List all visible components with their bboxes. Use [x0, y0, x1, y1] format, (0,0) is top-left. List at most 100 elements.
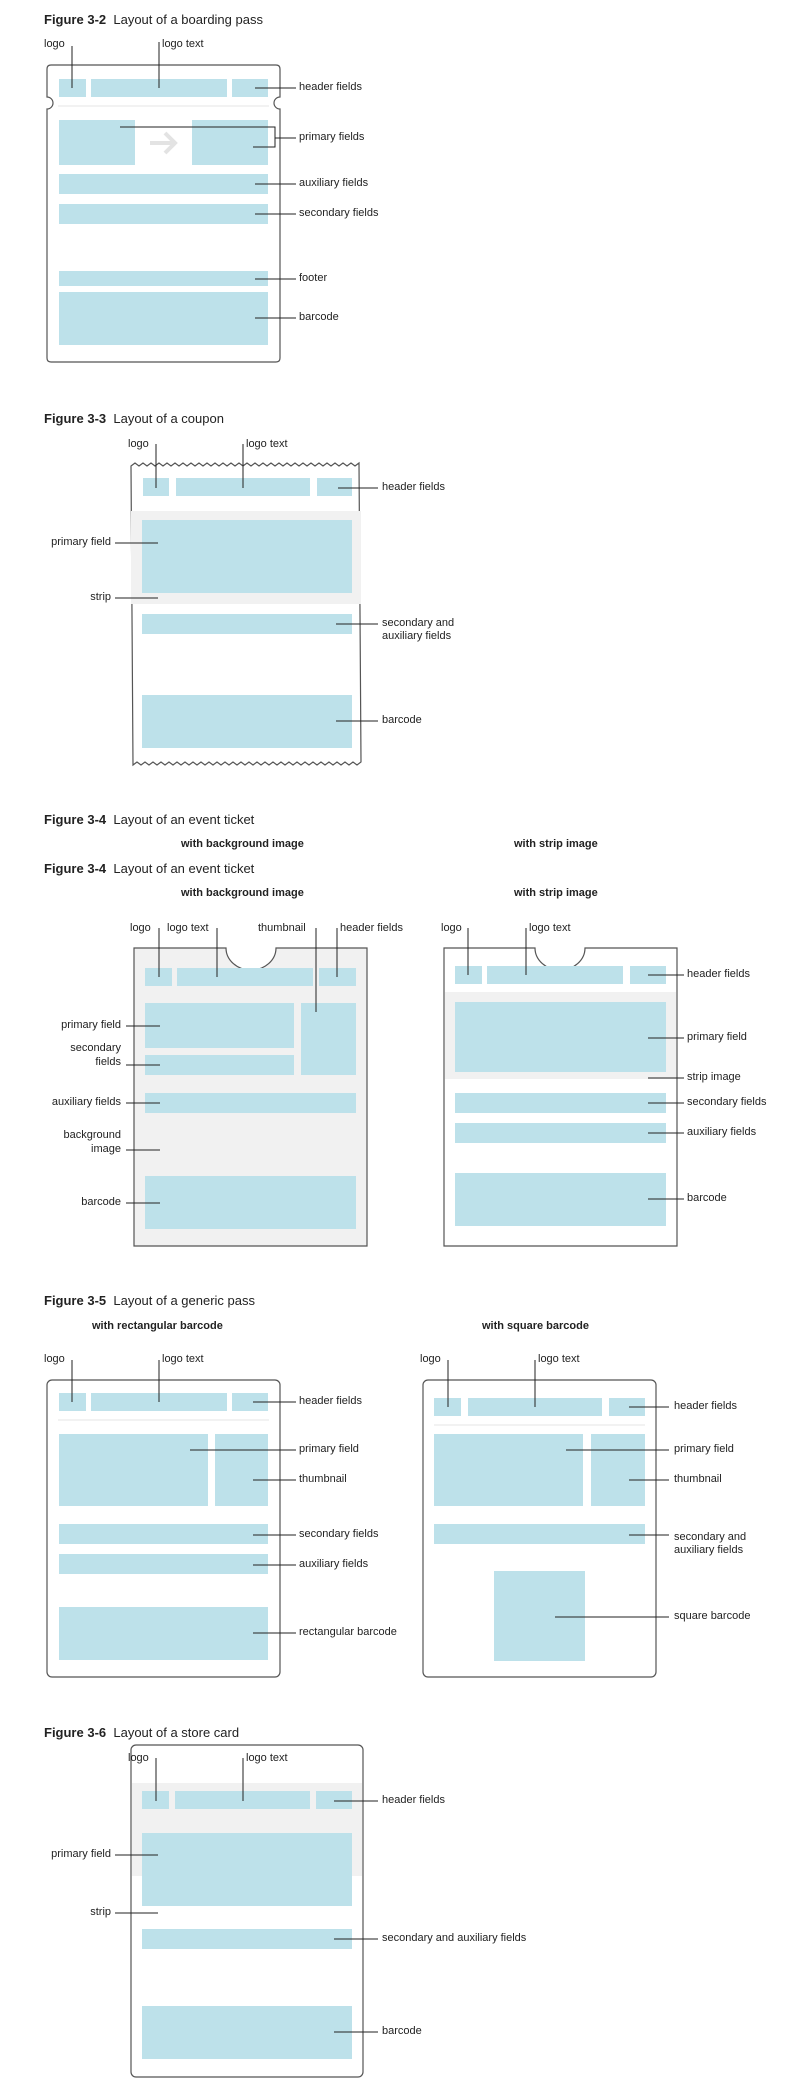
- label-secondary-auxiliary-line1: secondary and: [674, 1531, 747, 1543]
- figure-caption: Figure 3-3 Layout of a coupon: [44, 411, 224, 426]
- label-secondary-fields: secondary fields: [299, 207, 379, 219]
- primary-field: [142, 1833, 352, 1906]
- generic-pass-square-diagram: [422, 1360, 669, 1678]
- figure-caption: Figure 3-4 Layout of an event ticket: [44, 861, 254, 876]
- label-square-barcode: square barcode: [674, 1610, 751, 1622]
- label-secondary-auxiliary-line2: auxiliary fields: [674, 1544, 744, 1556]
- primary-field: [59, 1434, 208, 1506]
- label-logo-text: logo text: [246, 438, 288, 450]
- label-logo: logo: [128, 1752, 149, 1764]
- header-field: [316, 1791, 352, 1809]
- label-primary-field: primary field: [51, 536, 111, 548]
- logo-text-field: [487, 966, 623, 984]
- label-logo: logo: [44, 1353, 65, 1365]
- label-primary-field: primary field: [299, 1443, 359, 1455]
- figure-number: Figure 3-3: [44, 411, 107, 426]
- store-card-diagram: [115, 1744, 378, 2078]
- label-barcode: barcode: [299, 311, 339, 323]
- label-logo-text: logo text: [246, 1752, 288, 1764]
- label-header-fields: header fields: [340, 922, 403, 934]
- primary-field: [455, 1002, 666, 1072]
- label-logo: logo: [420, 1353, 441, 1365]
- figure-title: Layout of an event ticket: [113, 812, 255, 827]
- figure-title: Layout of an event ticket: [113, 861, 255, 876]
- header-field: [609, 1398, 645, 1416]
- label-logo-text: logo text: [538, 1353, 580, 1365]
- secondary-field: [434, 1524, 645, 1544]
- label-header-fields: header fields: [382, 481, 445, 493]
- figure-number: Figure 3-5: [44, 1293, 107, 1308]
- label-background-line2: image: [91, 1143, 121, 1155]
- boarding-pass-diagram: [46, 42, 296, 363]
- footer-field: [59, 271, 268, 286]
- label-secondary-line1: secondary: [70, 1042, 121, 1054]
- arrow-icon: [150, 131, 178, 155]
- barcode-field: [142, 2006, 352, 2059]
- secondary-field: [145, 1055, 294, 1075]
- label-header-fields: header fields: [674, 1400, 737, 1412]
- label-primary-field: primary field: [687, 1031, 747, 1043]
- subtitle-square: with square barcode: [482, 1320, 589, 1332]
- barcode-field: [455, 1173, 666, 1226]
- figure-caption: Figure 3-6 Layout of a store card: [44, 1725, 239, 1740]
- label-logo-text: logo text: [162, 38, 204, 50]
- label-barcode: barcode: [382, 714, 422, 726]
- header-field: [317, 478, 352, 496]
- label-thumbnail: thumbnail: [674, 1473, 722, 1485]
- figure-number: Figure 3-4: [44, 812, 107, 827]
- thumbnail-field: [301, 1003, 356, 1075]
- label-secondary-auxiliary-line1: secondary and: [382, 617, 455, 629]
- label-barcode: barcode: [687, 1192, 727, 1204]
- primary-field: [145, 1003, 294, 1048]
- primary-field: [142, 520, 352, 593]
- barcode-field: [142, 695, 352, 748]
- subtitle-background: with background image: [181, 838, 304, 850]
- label-auxiliary-fields: auxiliary fields: [687, 1126, 757, 1138]
- label-auxiliary-fields: auxiliary fields: [299, 1558, 369, 1570]
- label-header-fields: header fields: [299, 81, 362, 93]
- label-logo-text: logo text: [167, 922, 209, 934]
- label-header-fields: header fields: [687, 968, 750, 980]
- subtitle-rectangular: with rectangular barcode: [92, 1320, 223, 1332]
- label-logo: logo: [130, 922, 151, 934]
- figure-caption: Figure 3-2 Layout of a boarding pass: [44, 12, 263, 27]
- figure-caption: Figure 3-4 Layout of an event ticket: [44, 812, 254, 827]
- generic-pass-rect-diagram: [46, 1360, 296, 1678]
- label-rectangular-barcode: rectangular barcode: [299, 1626, 397, 1638]
- thumbnail-field: [215, 1434, 268, 1506]
- label-strip-image: strip image: [687, 1071, 741, 1083]
- square-barcode-field: [494, 1571, 585, 1661]
- auxiliary-field: [59, 174, 268, 194]
- label-logo: logo: [44, 38, 65, 50]
- label-header-fields: header fields: [299, 1395, 362, 1407]
- subtitle-strip: with strip image: [514, 838, 598, 850]
- label-strip: strip: [90, 1906, 111, 1918]
- label-logo: logo: [441, 922, 462, 934]
- figure-title: Layout of a store card: [113, 1725, 240, 1740]
- figure-title: Layout of a generic pass: [113, 1293, 256, 1308]
- auxiliary-field: [455, 1123, 666, 1143]
- header-field: [232, 79, 268, 97]
- label-primary-fields: primary fields: [299, 131, 365, 143]
- label-header-fields: header fields: [382, 1794, 445, 1806]
- label-secondary-auxiliary-line2: auxiliary fields: [382, 630, 452, 642]
- label-primary-field: primary field: [51, 1848, 111, 1860]
- label-barcode: barcode: [382, 2025, 422, 2037]
- logo-text-field: [177, 968, 313, 986]
- figure-title: Layout of a coupon: [113, 411, 224, 426]
- figure-number: Figure 3-2: [44, 12, 107, 27]
- label-secondary-line2: fields: [95, 1056, 121, 1068]
- coupon-diagram: [115, 444, 378, 767]
- label-barcode: barcode: [81, 1196, 121, 1208]
- barcode-field: [59, 292, 268, 345]
- label-secondary-auxiliary: secondary and auxiliary fields: [382, 1932, 527, 1944]
- figure-number: Figure 3-4: [44, 861, 107, 876]
- label-primary-field: primary field: [61, 1019, 121, 1031]
- secondary-field: [59, 1524, 268, 1544]
- label-auxiliary-fields: auxiliary fields: [299, 177, 369, 189]
- label-logo: logo: [128, 438, 149, 450]
- auxiliary-field: [59, 1554, 268, 1574]
- subtitle-strip: with strip image: [514, 887, 598, 899]
- header-field: [232, 1393, 268, 1411]
